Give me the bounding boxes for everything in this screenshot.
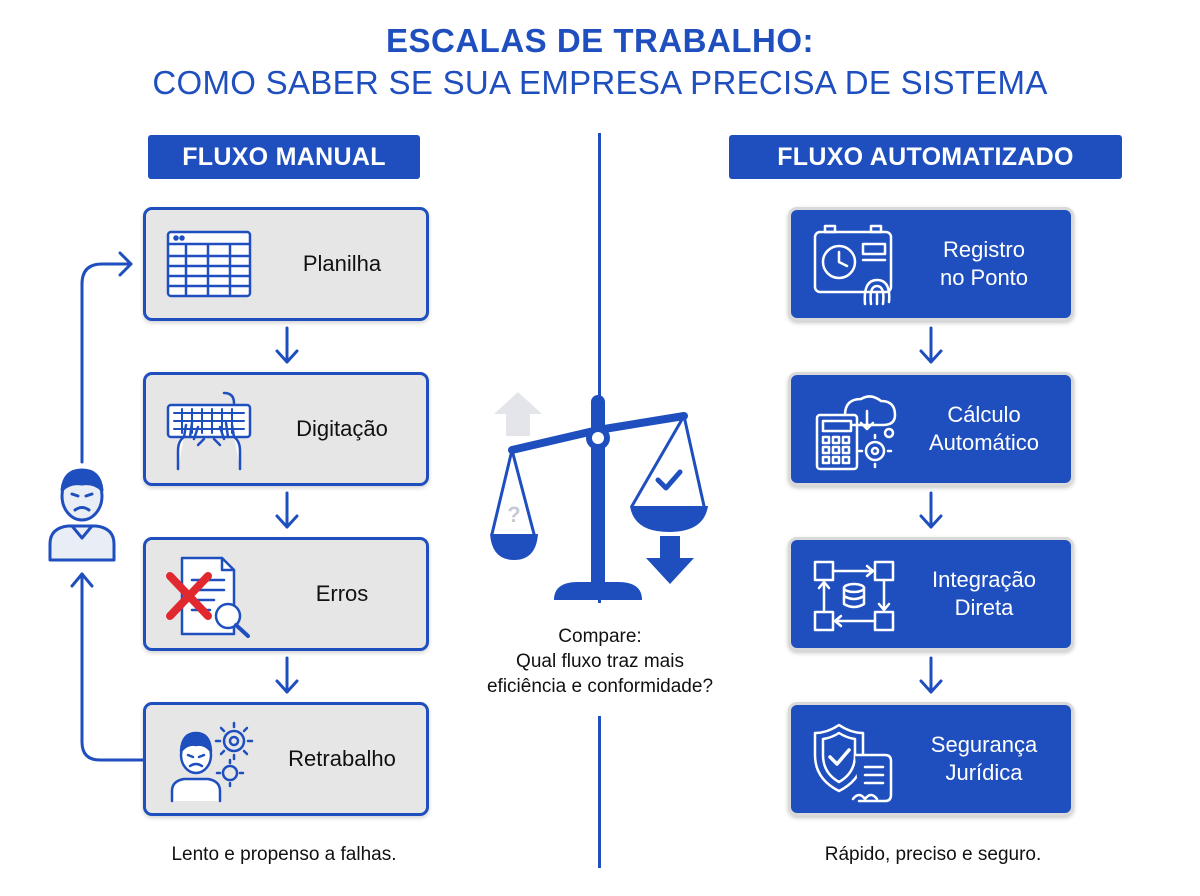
compare-question: Compare: Qual fluxo traz mais eficiência… — [440, 624, 760, 699]
manual-step-retrabalho: Retrabalho — [143, 702, 429, 816]
frustrated-worker-gears-icon — [170, 721, 254, 803]
manual-step-label: Retrabalho — [288, 746, 396, 771]
arrow-down-icon — [275, 656, 299, 694]
auto-step-label: Segurança Jurídica — [930, 732, 1038, 785]
manual-step-label: Planilha — [302, 251, 382, 276]
arrow-down-icon — [919, 326, 943, 364]
auto-step-seguranca: Segurança Jurídica — [788, 702, 1074, 816]
loop-arrow-up — [70, 572, 145, 762]
arrow-up-icon — [494, 392, 542, 436]
arrow-down-icon — [919, 656, 943, 694]
time-clock-fingerprint-icon — [813, 224, 893, 306]
auto-step-registro-ponto: Registro no Ponto — [788, 207, 1074, 321]
manual-step-digitacao: Digitação — [143, 372, 429, 486]
question-mark-icon: ? — [507, 502, 520, 527]
manual-step-erros: Erros — [143, 537, 429, 651]
manual-step-label: Erros — [315, 581, 369, 606]
loop-arrow-to-planilha — [80, 251, 133, 464]
arrow-down-icon — [275, 491, 299, 529]
center-divider-top — [598, 133, 601, 603]
arrow-down-icon — [275, 326, 299, 364]
title-line-2: COMO SABER SE SUA EMPRESA PRECISA DE SIS… — [152, 64, 1048, 101]
manual-step-planilha: Planilha — [143, 207, 429, 321]
auto-step-calculo: Cálculo Automático — [788, 372, 1074, 486]
checkmark-icon — [655, 469, 683, 491]
frustrated-user-icon — [48, 468, 116, 562]
shield-document-icon — [813, 723, 893, 803]
compare-line: Compare: — [558, 626, 642, 647]
manual-step-label: Digitação — [296, 416, 388, 441]
arrow-down-icon — [919, 491, 943, 529]
manual-flow-heading: FLUXO MANUAL — [148, 135, 420, 179]
balance-scale-icon: ? — [490, 392, 708, 600]
keyboard-typing-icon — [166, 391, 252, 471]
auto-step-label: Cálculo Automático — [928, 402, 1040, 455]
arrow-down-icon — [646, 536, 694, 584]
title-line-1: ESCALAS DE TRABALHO: — [386, 22, 814, 59]
data-integration-icon — [813, 560, 895, 632]
auto-step-label: Registro no Ponto — [939, 237, 1029, 290]
error-document-icon — [166, 556, 250, 638]
manual-caption: Lento e propenso a falhas. — [171, 844, 397, 865]
compare-line: Qual fluxo traz mais — [516, 651, 684, 672]
calculator-cloud-icon — [815, 395, 897, 471]
center-divider-bottom — [598, 716, 601, 868]
auto-step-integracao: Integração Direta — [788, 537, 1074, 651]
automated-flow-heading: FLUXO AUTOMATIZADO — [729, 135, 1122, 179]
auto-step-label: Integração Direta — [932, 567, 1036, 620]
compare-line: eficiência e conformidade? — [486, 676, 714, 697]
automated-caption: Rápido, preciso e seguro. — [824, 844, 1042, 865]
spreadsheet-icon — [166, 230, 252, 298]
